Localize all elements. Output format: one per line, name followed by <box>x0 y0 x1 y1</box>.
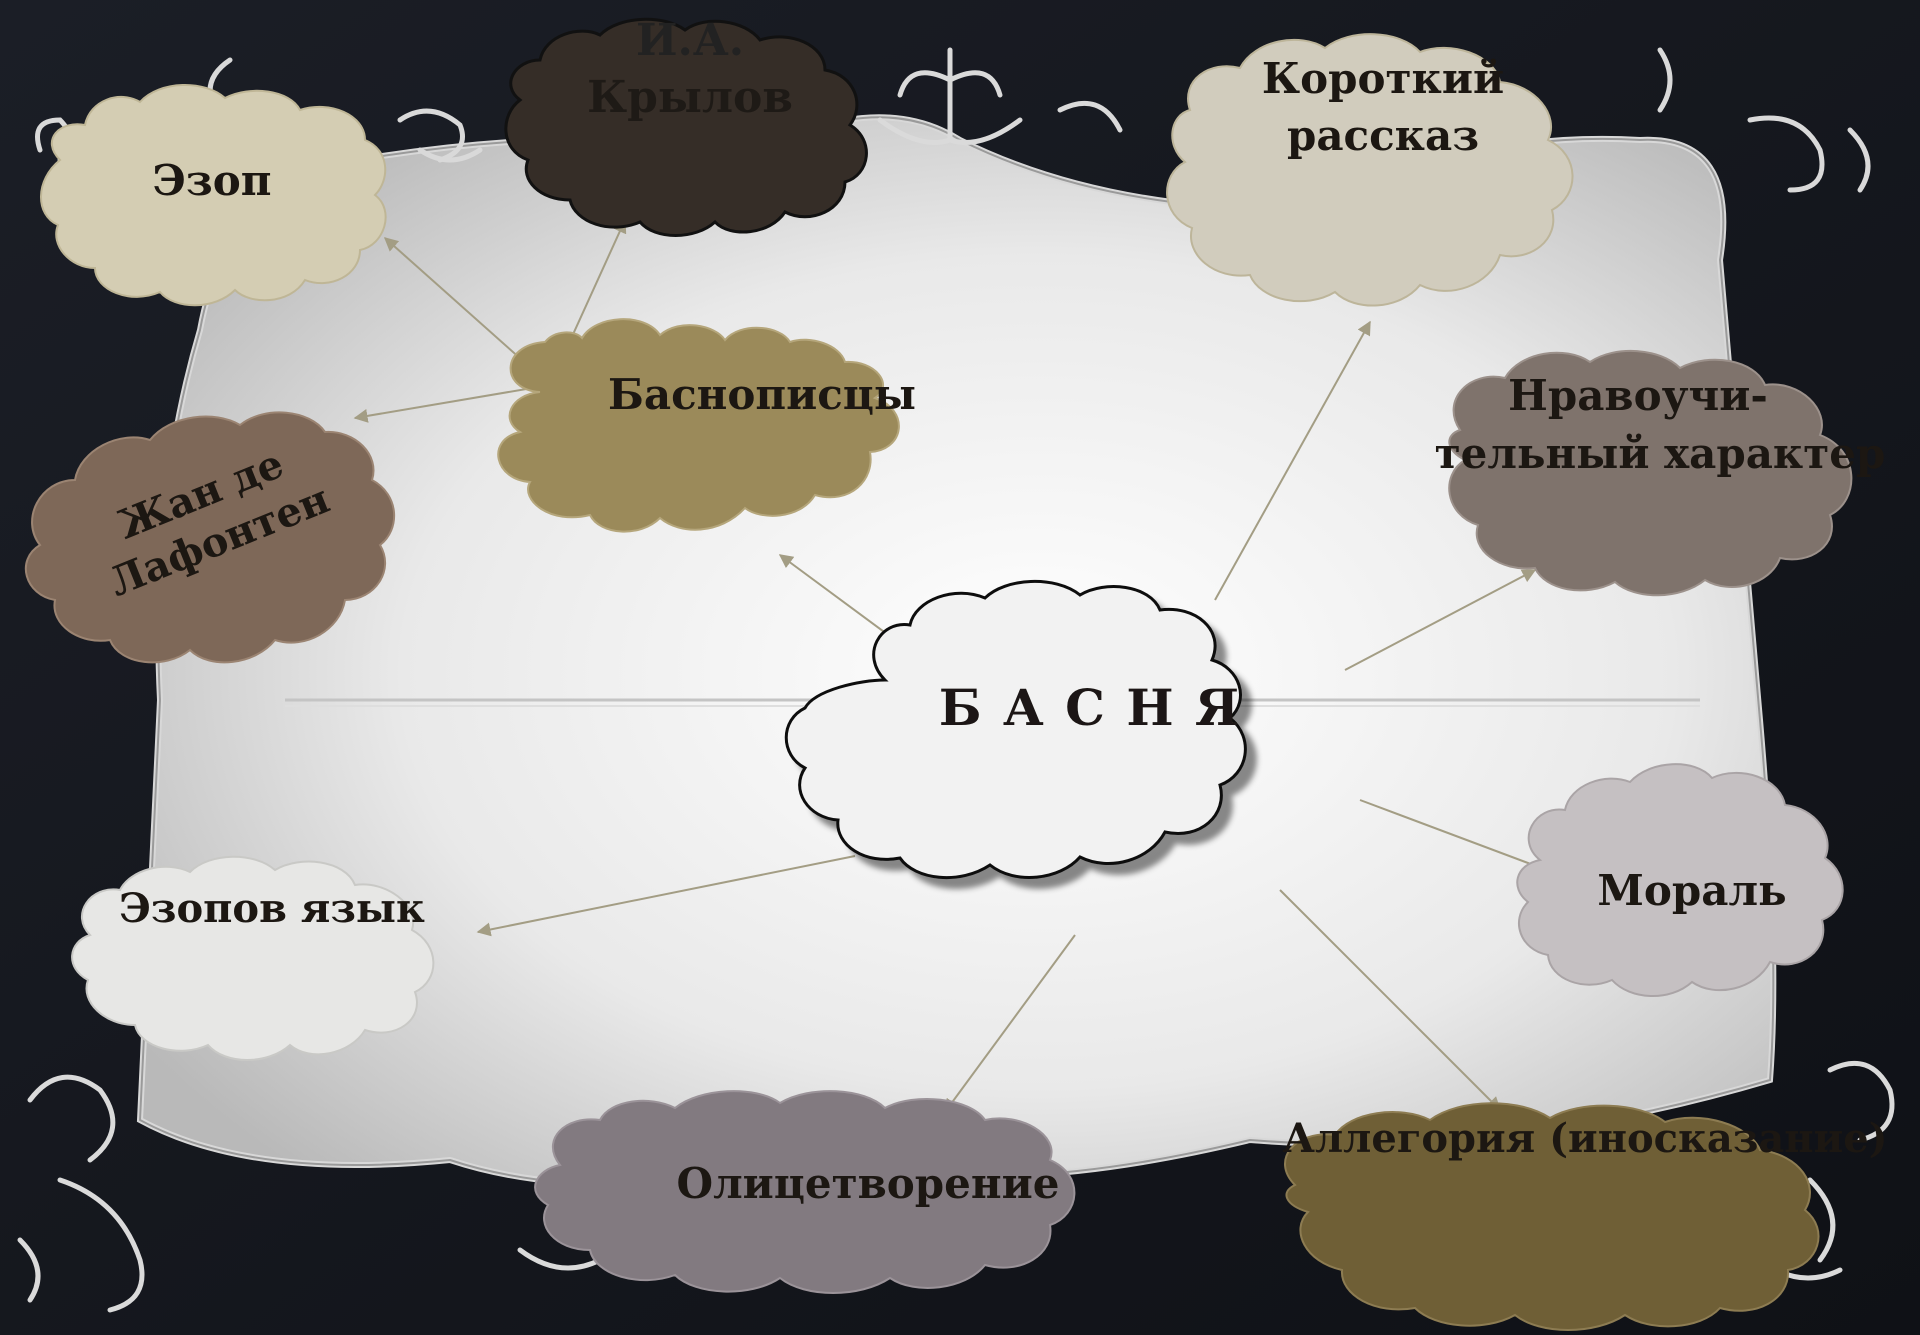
cloud-label: Баснописцы <box>608 370 916 419</box>
ornament-top-center <box>877 47 1123 145</box>
arrow-to-short-story <box>1214 320 1371 601</box>
arrow-to-lafontaine <box>353 384 551 423</box>
cloud-label: Эзоп <box>153 156 272 205</box>
cloud-aesopian: Эзопов язык <box>71 855 435 1061</box>
cloud-fabulists: Баснописцы <box>497 318 916 533</box>
cloud-label: Мораль <box>1597 866 1786 915</box>
cloud-label-line-2: тельный характер <box>1435 429 1886 478</box>
arrow-to-aesopian <box>476 855 856 937</box>
cloud-label-line-1: Нравоучи- <box>1508 371 1768 420</box>
arrow-to-fabulists <box>778 554 896 641</box>
cloud-moralizing: Нравоучи- тельный характер <box>1435 349 1886 597</box>
arrow-to-allegory <box>1279 889 1501 1111</box>
cloud-moral: Мораль <box>1516 763 1844 997</box>
arrow-to-personification <box>944 934 1076 1114</box>
arrow-to-moralizing <box>1344 569 1537 671</box>
cloud-krylov: И.А. Крылов <box>504 15 868 237</box>
cloud-label: Эзопов язык <box>119 885 425 932</box>
cloud-allegory: Аллегория (иносказание) <box>1282 1102 1888 1331</box>
cloud-label-line-1: И.А. <box>636 15 744 66</box>
center-label: Б А С Н Я <box>939 678 1241 737</box>
arrow-to-moral <box>1359 799 1554 875</box>
ornament-bottom-left <box>17 1074 603 1313</box>
cloud-label-line-2: рассказ <box>1287 111 1479 160</box>
cloud-label-line-2: Крылов <box>587 72 793 123</box>
cloud-short-story: Короткий рассказ <box>1166 33 1574 307</box>
ornament-top-right <box>1657 47 1871 193</box>
cloud-label-line-1: Короткий <box>1262 54 1504 103</box>
cloud-center-fable: Б А С Н Я <box>784 579 1247 880</box>
cloud-personification: Олицетворение <box>534 1090 1076 1294</box>
cloud-lafontaine: Жан де Лафонтен <box>24 411 395 664</box>
cloud-aesop: Эзоп <box>40 83 387 307</box>
cloud-label: Аллегория (иносказание) <box>1282 1115 1887 1162</box>
cloud-label: Олицетворение <box>676 1159 1059 1208</box>
